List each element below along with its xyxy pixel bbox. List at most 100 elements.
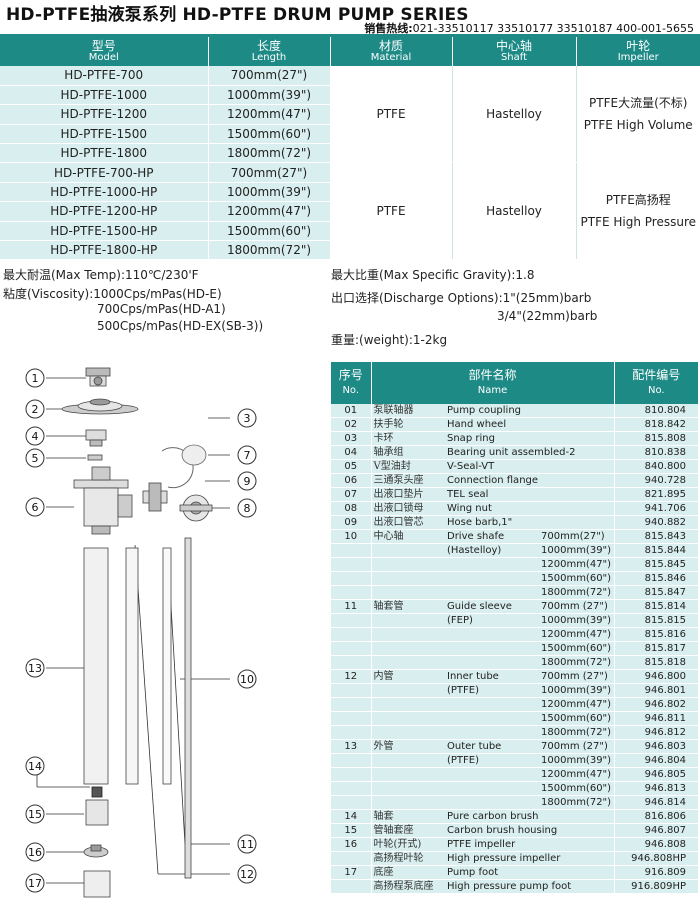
part-length-cell: 1500mm(60")	[541, 781, 615, 797]
sales-hotline: 销售热线:021-33510117 33510177 33510187 400-…	[364, 20, 694, 36]
part-code-cell: 815.808	[613, 431, 699, 447]
part-code-cell: 810.804	[613, 404, 699, 419]
part-code-cell: 946.811	[613, 711, 699, 727]
part-name-cn-cell	[371, 557, 445, 573]
inner-tube-part	[125, 547, 139, 785]
length-cell: 1500mm(60")	[208, 124, 331, 145]
callout-circle	[25, 873, 45, 893]
part-code-cell: 821.895	[613, 487, 699, 503]
pump-foot-part	[83, 870, 111, 898]
hotline-label: 销售热线:	[364, 22, 413, 35]
spec-row: HD-PTFE-700 700mm(27") PTFE Hastelloy PT…	[0, 66, 700, 164]
part-length-cell	[541, 515, 615, 531]
model-cell: HD-PTFE-1000-HP	[0, 182, 209, 203]
length-cell: 1800mm(72")	[208, 240, 331, 261]
part-name-en-cell: High pressure impeller	[445, 851, 561, 867]
part-name-cn-cell: 出液口垫片	[371, 487, 445, 503]
part-code-cell: 815.844	[613, 543, 699, 559]
part-number-cell	[331, 697, 372, 713]
length-cell: 1500mm(60")	[208, 221, 331, 242]
part-name-en-cell	[445, 557, 541, 573]
part-code-cell: 815.817	[613, 641, 699, 657]
part-name-en-cell: Pump foot	[445, 865, 541, 881]
shaft-cell: Hastelloy	[452, 66, 577, 164]
part-name-cn-cell	[371, 753, 445, 769]
viscosity-text-3: 500Cps/mPas(HD-EX(SB-3))	[97, 319, 264, 333]
part-length-cell: 1200mm(47")	[541, 627, 615, 643]
part-number-cell	[331, 683, 372, 699]
callout-circle	[237, 834, 257, 854]
model-cell: HD-PTFE-700	[0, 66, 209, 86]
part-name-en-cell: Carbon brush housing	[445, 823, 558, 839]
callout-number: 15	[28, 808, 42, 821]
part-code-cell: 815.846	[613, 571, 699, 587]
part-code-cell: 946.801	[613, 683, 699, 699]
model-cell: HD-PTFE-1500-HP	[0, 221, 209, 242]
part-name-en-cell: High pressure pump foot	[445, 879, 572, 895]
impeller-part	[83, 844, 109, 858]
impeller-cell: PTFE大流量(不标)PTFE High Volume	[576, 66, 700, 164]
page-title: HD-PTFE抽液泵系列 HD-PTFE DRUM PUMP SERIES	[6, 5, 469, 25]
max-gravity-text: 最大比重(Max Specific Gravity):1.8	[331, 268, 535, 282]
part-number-cell	[331, 571, 372, 587]
callout-number: 14	[28, 760, 42, 773]
part-name-cn-cell	[371, 613, 445, 629]
material-cell: PTFE	[330, 162, 453, 261]
part-length-cell: 1200mm(47")	[541, 557, 615, 573]
impeller-en: PTFE High Pressure	[580, 215, 697, 230]
callout-circle	[25, 497, 45, 517]
part-code-cell: 946.807	[613, 823, 699, 839]
part-row: 1800mm(72")946.812	[331, 725, 699, 741]
part-code-cell: 810.838	[613, 445, 699, 461]
part-name-en-cell: Pump coupling	[445, 404, 541, 419]
part-row: (PTFE)1000mm(39")946.801	[331, 683, 699, 699]
callout-circle	[25, 368, 45, 388]
part-length-cell: 1000mm(39")	[541, 753, 615, 769]
part-length-cell: 700mm (27")	[541, 599, 615, 615]
part-number-cell: 05	[331, 459, 372, 475]
part-number-cell	[331, 725, 372, 741]
part-number-cell: 08	[331, 501, 372, 517]
part-length-cell	[541, 851, 615, 867]
hand-wheel-part	[61, 398, 139, 415]
part-length-cell	[541, 459, 615, 475]
part-length-cell: 1500mm(60")	[541, 571, 615, 587]
part-length-cell	[541, 417, 615, 433]
part-name-cn-cell: 扶手轮	[371, 417, 445, 433]
part-name-en-cell: Bearing unit assembled-2	[445, 445, 576, 461]
carbon-brush-part	[91, 786, 103, 798]
length-cell: 1200mm(47")	[208, 201, 331, 222]
part-code-cell: 941.706	[613, 501, 699, 517]
part-name-en-cell: Connection flange	[445, 473, 541, 489]
spec-row: HD-PTFE-700-HP 700mm(27") PTFE Hastelloy…	[0, 162, 700, 261]
length-cell: 1800mm(72")	[208, 143, 331, 164]
part-code-cell: 946.804	[613, 753, 699, 769]
part-name-cn-cell: 泵联轴器	[371, 404, 445, 419]
part-length-cell: 700mm (27")	[541, 669, 615, 685]
callout-circle	[237, 864, 257, 884]
wing-nut-part	[179, 494, 213, 522]
part-length-cell: 1000mm(39")	[541, 613, 615, 629]
part-name-cn-cell: 外管	[371, 739, 445, 755]
part-code-cell: 815.814	[613, 599, 699, 615]
part-name-en-cell: Outer tube	[445, 739, 541, 755]
part-code-cell: 916.809	[613, 865, 699, 881]
part-name-en-cell: Wing nut	[445, 501, 541, 517]
part-length-cell	[541, 487, 615, 503]
part-length-cell: 1200mm(47")	[541, 697, 615, 713]
callout-number: 5	[32, 452, 39, 465]
part-code-cell: 946.814	[613, 795, 699, 811]
callout-circle	[25, 658, 45, 678]
